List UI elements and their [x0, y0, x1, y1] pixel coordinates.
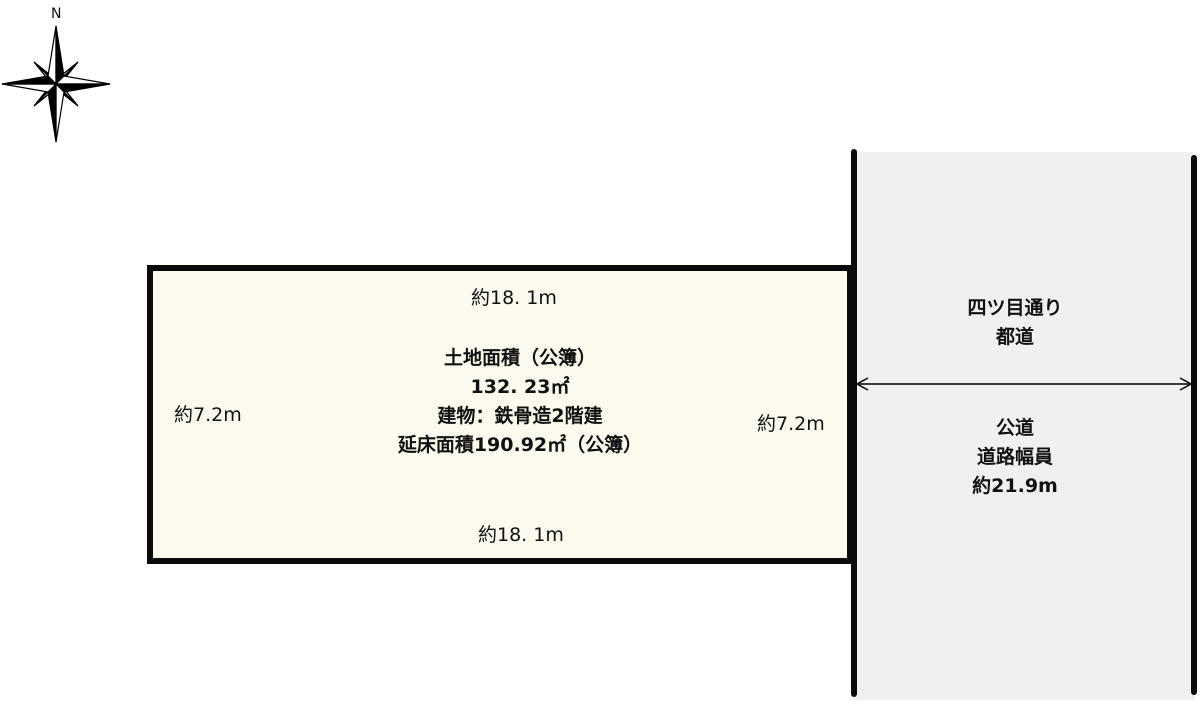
- road-public-label: 公道: [995, 417, 1034, 439]
- lot-bottom-dimension: 約18. 1m: [478, 524, 564, 546]
- land-area-value: 132. 23㎡: [470, 376, 570, 398]
- road-area: [855, 152, 1195, 700]
- north-arrow-compass-icon: [0, 0, 120, 154]
- road-right-edge: [1191, 155, 1197, 695]
- road-width-arrow: [855, 377, 1193, 391]
- road-name-line: 四ツ目通り: [967, 297, 1063, 319]
- building-structure: 建物：鉄骨造2階建: [437, 405, 603, 427]
- floor-area: 延床面積190.92㎡（公簿）: [397, 434, 643, 456]
- lot-right-dimension: 約7.2m: [757, 413, 825, 435]
- lot-outline: [147, 265, 853, 564]
- road-left-edge: [851, 149, 857, 697]
- road-name: 四ツ目通り 都道: [915, 294, 1115, 352]
- lot-left-dimension: 約7.2m: [174, 404, 242, 426]
- compass-north-label: N: [51, 6, 62, 22]
- lot-info: 土地面積（公簿） 132. 23㎡ 建物：鉄骨造2階建 延床面積190.92㎡（…: [300, 344, 740, 460]
- road-type-line: 都道: [995, 326, 1034, 348]
- road-width-label: 道路幅員: [976, 446, 1053, 468]
- lot-top-dimension: 約18. 1m: [471, 287, 557, 309]
- road-info: 公道 道路幅員 約21.9m: [915, 414, 1115, 501]
- land-area-label: 土地面積（公簿）: [443, 347, 596, 369]
- road-width-value: 約21.9m: [972, 475, 1058, 497]
